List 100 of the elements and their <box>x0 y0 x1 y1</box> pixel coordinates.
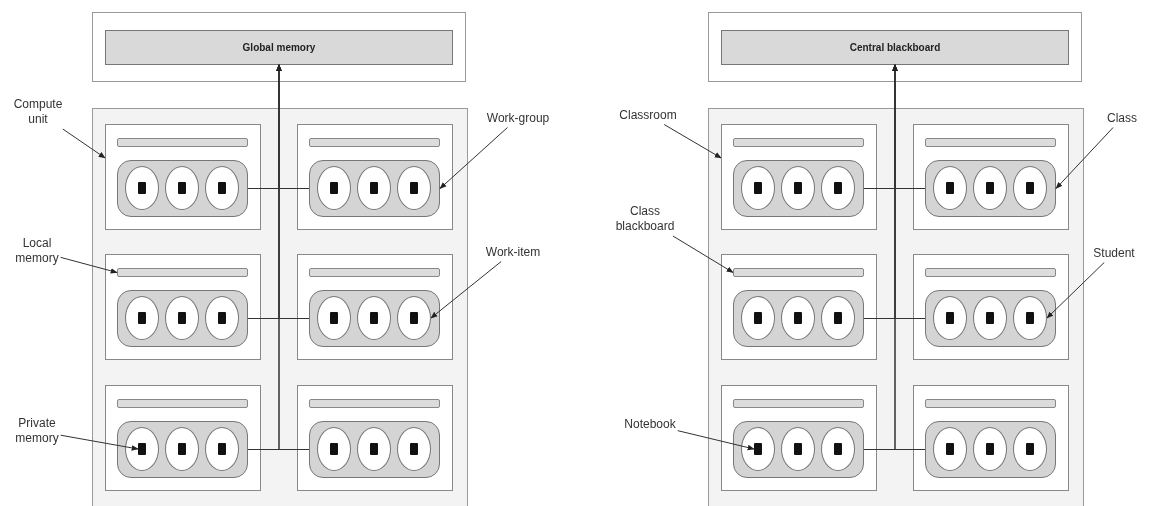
leader-line <box>430 261 502 319</box>
item-circle <box>205 166 239 210</box>
square-marker <box>138 312 146 324</box>
device-panel <box>708 108 1084 506</box>
callout-label: Local memory <box>15 236 59 266</box>
group-capsule <box>925 160 1056 217</box>
item-circle <box>317 427 351 471</box>
square-marker <box>754 312 762 324</box>
callout-label: Work-item <box>485 244 541 260</box>
device-panel <box>92 108 468 506</box>
unit-panel <box>913 385 1069 491</box>
memory-strip <box>925 399 1056 408</box>
callout-label: Class blackboard <box>615 204 675 234</box>
unit-panel <box>913 124 1069 230</box>
leader-line <box>663 124 722 159</box>
group-capsule <box>117 290 248 347</box>
group-capsule <box>309 421 440 478</box>
square-marker <box>370 443 378 455</box>
item-circle <box>397 296 431 340</box>
arrow <box>276 64 310 450</box>
memory-strip <box>733 399 864 408</box>
callout-label: Student <box>1093 245 1135 261</box>
callout-label: Notebook <box>624 416 676 432</box>
callout-label: Private memory <box>15 416 59 446</box>
item-circle <box>397 166 431 210</box>
square-marker <box>138 443 146 455</box>
item-circle <box>165 166 199 210</box>
item-circle <box>357 296 391 340</box>
square-marker <box>946 312 954 324</box>
item-circle <box>357 166 391 210</box>
leader-line <box>439 127 508 189</box>
callout-label: Classroom <box>619 107 677 123</box>
item-circle <box>205 427 239 471</box>
item-circle <box>317 166 351 210</box>
square-marker <box>794 312 802 324</box>
square-marker <box>218 182 226 194</box>
square-marker <box>330 443 338 455</box>
item-circle <box>741 427 775 471</box>
item-circle <box>397 427 431 471</box>
item-circle <box>781 166 815 210</box>
memory-bar: Global memory <box>105 30 453 65</box>
group-capsule <box>733 290 864 347</box>
square-marker <box>218 443 226 455</box>
item-circle <box>1013 427 1047 471</box>
group-capsule <box>309 160 440 217</box>
group-capsule <box>117 421 248 478</box>
arrow <box>892 64 926 450</box>
square-marker <box>1026 443 1034 455</box>
item-circle <box>781 427 815 471</box>
unit-panel <box>721 254 877 360</box>
unit-panel <box>297 124 453 230</box>
item-circle <box>973 166 1007 210</box>
item-circle <box>125 427 159 471</box>
item-circle <box>357 427 391 471</box>
square-marker <box>410 312 418 324</box>
square-marker <box>754 443 762 455</box>
memory-bar: Central blackboard <box>721 30 1069 65</box>
square-marker <box>754 182 762 194</box>
callout-label: Compute unit <box>13 97 63 127</box>
memory-strip <box>733 268 864 277</box>
square-marker <box>834 182 842 194</box>
item-circle <box>125 296 159 340</box>
square-marker <box>986 312 994 324</box>
square-marker <box>218 312 226 324</box>
group-capsule <box>925 290 1056 347</box>
square-marker <box>1026 312 1034 324</box>
item-circle <box>1013 166 1047 210</box>
group-capsule <box>309 290 440 347</box>
memory-strip <box>733 138 864 147</box>
square-marker <box>834 312 842 324</box>
item-circle <box>933 296 967 340</box>
memory-strip <box>117 138 248 147</box>
unit-panel <box>297 254 453 360</box>
item-circle <box>1013 296 1047 340</box>
memory-strip <box>117 268 248 277</box>
memory-strip <box>309 138 440 147</box>
square-marker <box>794 182 802 194</box>
leader-line <box>60 256 118 274</box>
square-marker <box>1026 182 1034 194</box>
square-marker <box>178 443 186 455</box>
leader-line <box>1046 262 1105 319</box>
unit-panel <box>297 385 453 491</box>
item-circle <box>165 296 199 340</box>
item-circle <box>165 427 199 471</box>
item-circle <box>821 427 855 471</box>
outer-frame <box>92 12 466 82</box>
leader-line <box>62 128 106 159</box>
callout-label: Class <box>1107 110 1137 126</box>
unit-panel <box>105 385 261 491</box>
memory-strip <box>925 138 1056 147</box>
square-marker <box>330 312 338 324</box>
item-circle <box>933 427 967 471</box>
group-capsule <box>925 421 1056 478</box>
group-capsule <box>117 160 248 217</box>
leader-line <box>1055 127 1114 189</box>
group-capsule <box>733 421 864 478</box>
square-marker <box>794 443 802 455</box>
square-marker <box>410 443 418 455</box>
unit-panel <box>721 124 877 230</box>
square-marker <box>410 182 418 194</box>
